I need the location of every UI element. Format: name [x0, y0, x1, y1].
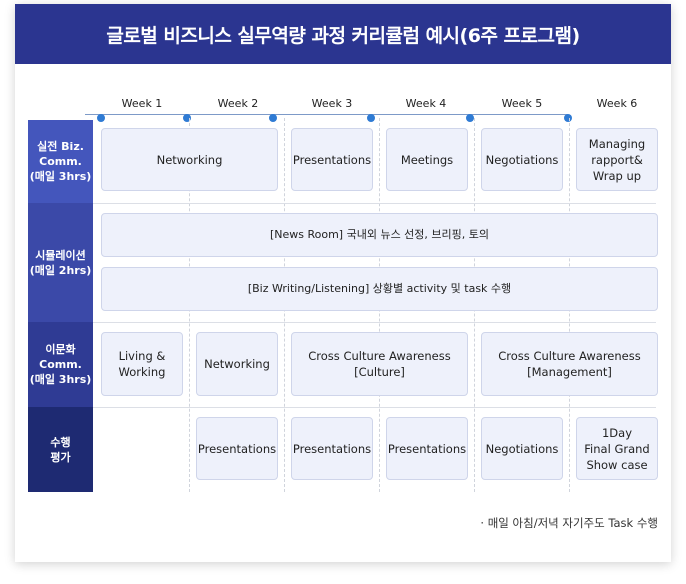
row-label-line: 이문화 — [45, 343, 76, 356]
week-2-label: Week 2 — [217, 97, 259, 110]
ic-culture-box: Cross Culture Awareness [Culture] — [291, 332, 468, 396]
biz-negotiations-box: Negotiations — [481, 128, 563, 191]
row-label-line: 실전 Biz. — [37, 140, 84, 153]
timeline-dot — [97, 114, 105, 122]
sim-newsroom-box: [News Room] 국내외 뉴스 선정, 브리핑, 토의 — [101, 213, 658, 257]
biz-wrap-up-box: Managing rapport& Wrap up — [576, 128, 658, 191]
box-line: rapport& — [591, 152, 643, 167]
eval-w2-box: Presentations — [196, 417, 278, 480]
box-line: Final Grand — [584, 441, 650, 456]
row-label-line: (매일 3hrs) — [29, 373, 92, 386]
grid-row-divider — [93, 203, 656, 204]
row-label-evaluation: 수행 평가 — [28, 407, 93, 492]
week-4-label: Week 4 — [405, 97, 447, 110]
timeline-dot — [367, 114, 375, 122]
row-label-line: Comm. — [39, 358, 82, 371]
eval-w5-box: Negotiations — [481, 417, 563, 480]
box-line: 1Day — [601, 425, 633, 440]
box-line: Cross Culture Awareness — [498, 349, 641, 363]
box-line: Cross Culture Awareness — [308, 349, 451, 363]
week-6-label: Week 6 — [596, 97, 638, 110]
week-1-label: Week 1 — [121, 97, 163, 110]
row-label-biz-comm: 실전 Biz. Comm. (매일 3hrs) — [28, 120, 93, 203]
timeline-line — [85, 114, 568, 115]
eval-w3-box: Presentations — [291, 417, 373, 480]
row-label-line: Comm. — [39, 155, 82, 168]
row-label-line: 시뮬레이션 — [35, 248, 86, 262]
footnote: · 매일 아침/저녁 자기주도 Task 수행 — [480, 516, 658, 530]
box-line: Living & — [118, 349, 166, 363]
box-line: Show case — [586, 457, 648, 472]
box-line: [Culture] — [354, 365, 405, 379]
ic-networking-box: Networking — [196, 332, 278, 396]
timeline-dot — [466, 114, 474, 122]
eval-w4-box: Presentations — [386, 417, 468, 480]
week-3-label: Week 3 — [311, 97, 353, 110]
page-title: 글로벌 비즈니스 실무역량 과정 커리큘럼 예시(6주 프로그램) — [15, 4, 671, 64]
row-label-line: 평가 — [50, 450, 71, 464]
box-line: Wrap up — [592, 168, 642, 183]
timeline-dot — [183, 114, 191, 122]
box-line: Managing — [588, 136, 646, 151]
timeline-dot — [269, 114, 277, 122]
eval-w6-box: 1Day Final Grand Show case — [576, 417, 658, 480]
box-line: [Management] — [527, 365, 612, 379]
row-label-line: (매일 3hrs) — [29, 170, 92, 183]
sim-bizwriting-box: [Biz Writing/Listening] 상황별 activity 및 t… — [101, 267, 658, 311]
biz-presentations-box: Presentations — [291, 128, 373, 191]
row-label-line: 수행 — [50, 435, 71, 449]
grid-row-divider — [93, 407, 656, 408]
timeline-dot — [564, 114, 572, 122]
grid-row-divider — [93, 322, 656, 323]
biz-meetings-box: Meetings — [386, 128, 468, 191]
box-line: Working — [118, 365, 166, 379]
row-label-intercultural: 이문화 Comm. (매일 3hrs) — [28, 322, 93, 407]
row-label-line: (매일 2hrs) — [29, 263, 92, 277]
week-5-label: Week 5 — [501, 97, 543, 110]
biz-networking-box: Networking — [101, 128, 278, 191]
row-label-simulation: 시뮬레이션 (매일 2hrs) — [28, 203, 93, 322]
ic-management-box: Cross Culture Awareness [Management] — [481, 332, 658, 396]
ic-living-working-box: Living & Working — [101, 332, 183, 396]
